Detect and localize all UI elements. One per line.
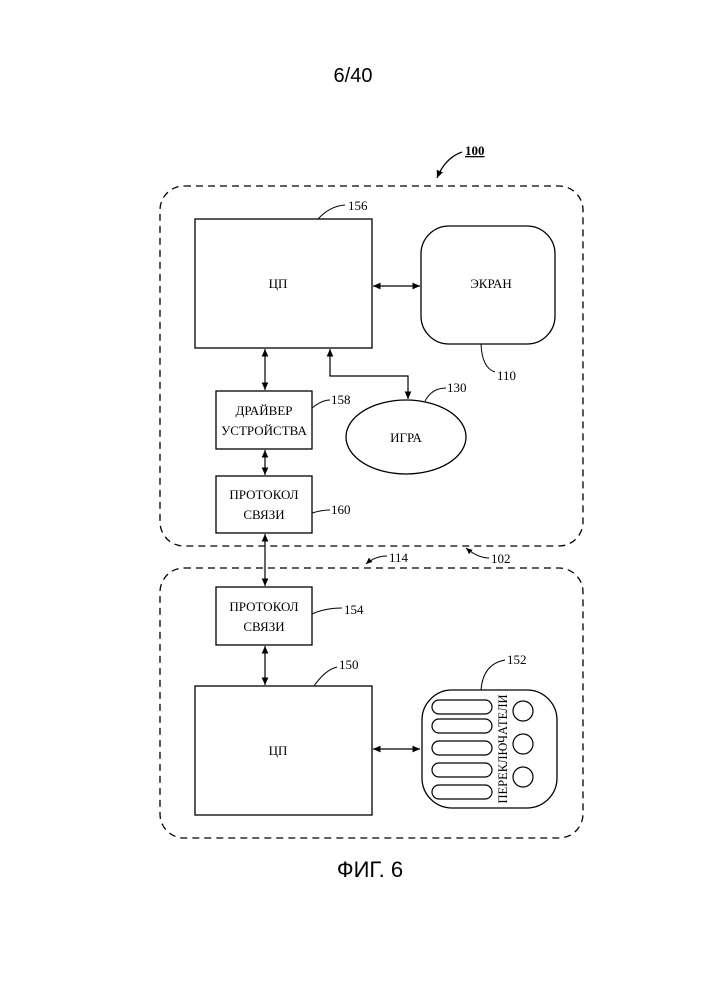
ref-102-arrow — [466, 548, 489, 558]
switch-button-icon — [513, 767, 533, 787]
switch-bar-icon — [432, 741, 492, 755]
game-label: ИГРА — [390, 430, 422, 445]
ref-156: 156 — [348, 198, 368, 213]
ref-100-arrow — [437, 152, 462, 178]
ref-150: 150 — [339, 657, 359, 672]
ref-130-leader — [425, 388, 446, 401]
ref-154: 154 — [344, 602, 364, 617]
ref-100: 100 — [465, 143, 485, 158]
switch-bar-icon — [432, 763, 492, 777]
ref-102: 102 — [491, 551, 511, 566]
ref-160-leader — [312, 510, 330, 513]
ref-110-leader — [481, 344, 495, 372]
switches-controller: ПЕРЕКЛЮЧАТЕЛИ — [422, 690, 557, 808]
ref-114-arrow — [366, 556, 387, 564]
proto-top-line2: СВЯЗИ — [243, 507, 284, 522]
page-number: 6/40 — [334, 65, 373, 87]
comm-protocol-block-bottom — [216, 587, 312, 645]
proto-top-line1: ПРОТОКОЛ — [229, 487, 298, 502]
cpu-bottom-label: ЦП — [269, 743, 288, 758]
ref-152-leader — [481, 660, 505, 690]
ref-158: 158 — [331, 392, 351, 407]
figure-caption: ФИГ. 6 — [337, 857, 403, 882]
ref-150-leader — [314, 667, 337, 686]
device-driver-block — [216, 391, 312, 449]
ref-130: 130 — [447, 380, 467, 395]
proto-bottom-line1: ПРОТОКОЛ — [229, 599, 298, 614]
ref-158-leader — [312, 400, 330, 408]
cpu-top-label: ЦП — [269, 276, 288, 291]
screen-label: ЭКРАН — [470, 276, 512, 291]
switch-button-icon — [513, 734, 533, 754]
switch-button-icon — [513, 701, 533, 721]
driver-label-line2: УСТРОЙСТВА — [221, 423, 307, 438]
ref-114: 114 — [389, 550, 409, 565]
ref-110: 110 — [497, 368, 516, 383]
ref-156-leader — [318, 205, 345, 219]
switches-label: ПЕРЕКЛЮЧАТЕЛИ — [496, 694, 510, 803]
comm-protocol-block-top — [216, 476, 312, 533]
switch-bar-icon — [432, 785, 492, 799]
ref-152: 152 — [507, 652, 527, 667]
driver-label-line1: ДРАЙВЕР — [235, 403, 292, 418]
proto-bottom-line2: СВЯЗИ — [243, 619, 284, 634]
switch-bar-icon — [432, 719, 492, 733]
switch-bar-icon — [432, 700, 492, 714]
ref-160: 160 — [331, 502, 351, 517]
ref-154-leader — [312, 608, 342, 614]
